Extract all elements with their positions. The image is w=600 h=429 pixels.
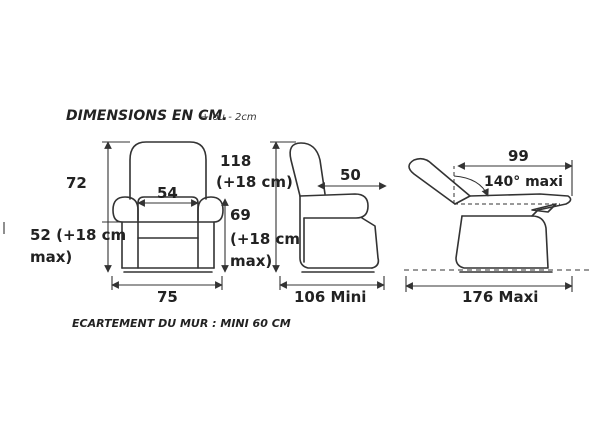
label-seat-depth: 50 — [340, 166, 361, 184]
label-reclined-top-depth: 99 — [508, 147, 529, 165]
diagram-title: DIMENSIONS EN CM. — [66, 108, 228, 124]
front-right-armrest — [197, 196, 224, 269]
label-seat-height-line1: 52 (+18 cm — [30, 226, 126, 244]
label-depth-min: 106 Mini — [294, 288, 366, 306]
side-armrest — [299, 193, 369, 219]
front-left-armrest — [112, 196, 139, 269]
reclined-backrest — [408, 157, 471, 205]
front-backrest — [129, 141, 207, 200]
side-backrest — [289, 142, 326, 197]
label-total-height: 72 — [66, 174, 87, 192]
label-back-height-line2: (+18 cm) — [216, 173, 293, 191]
label-seat-width: 54 — [157, 184, 178, 202]
label-depth-max: 176 Maxi — [462, 288, 538, 306]
label-seat-height-line2: max) — [30, 248, 72, 266]
side-view-armchair — [289, 142, 380, 273]
reclined-body — [455, 215, 549, 269]
side-front-panel — [361, 217, 380, 269]
label-back-height-line1: 118 — [220, 152, 251, 170]
tolerance-note: + ou - 2cm — [201, 112, 257, 123]
front-view-armchair — [112, 141, 224, 273]
label-armrest-height-line2: (+18 cm — [230, 230, 300, 248]
reclined-legrest-support — [531, 203, 557, 213]
side-body — [299, 195, 373, 269]
label-overall-width: 75 — [157, 288, 178, 306]
label-recline-angle: 140° maxi — [484, 174, 563, 190]
label-armrest-height-line3: max) — [230, 252, 272, 270]
label-armrest-height-line1: 69 — [230, 206, 251, 224]
wall-distance-note: ECARTEMENT DU MUR : MINI 60 CM — [72, 317, 291, 330]
reclined-view-armchair — [408, 157, 572, 273]
reclined-seat-legrest — [454, 193, 572, 217]
